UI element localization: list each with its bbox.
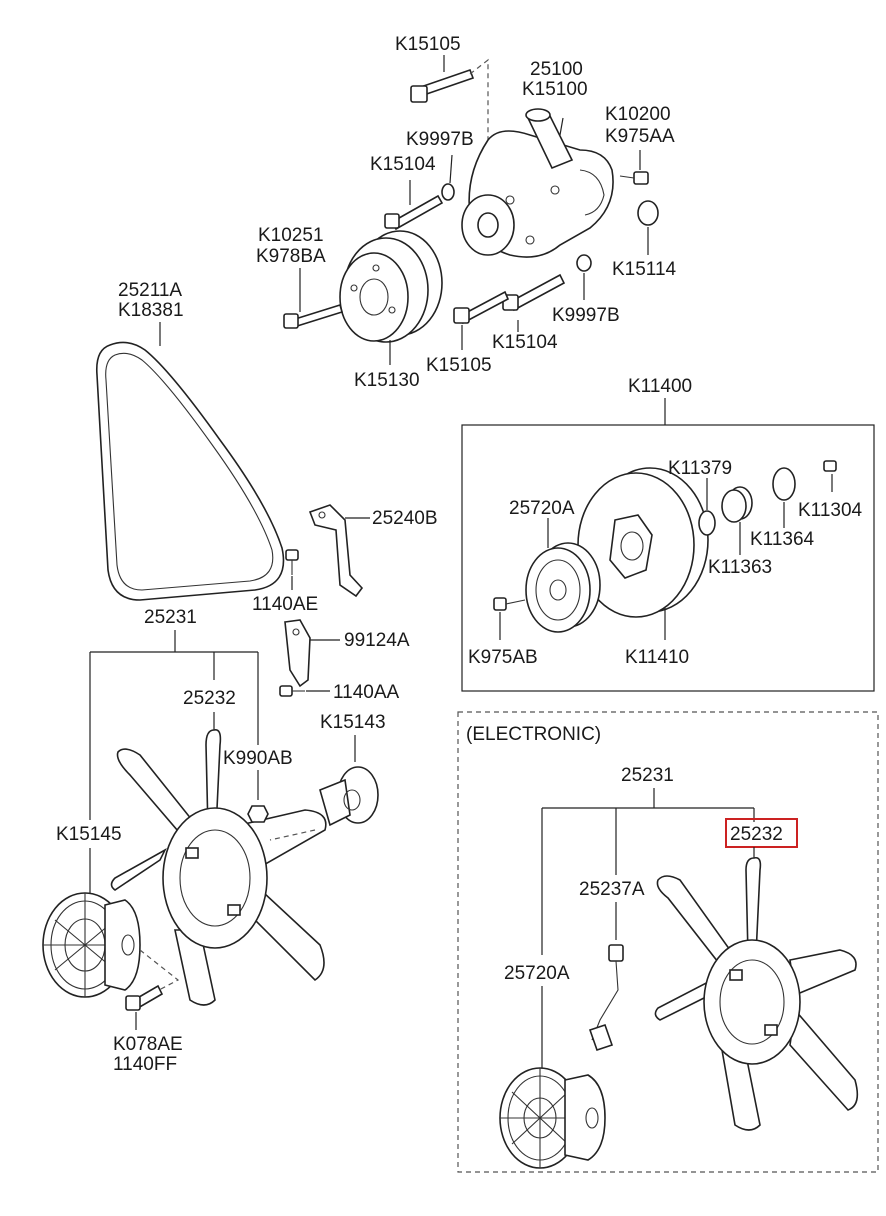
label-25240b: 25240B <box>372 508 438 529</box>
label-k11410: K11410 <box>625 647 689 668</box>
electronic-fan-clutch-25720a <box>499 1067 606 1169</box>
bolt-k078ae <box>125 949 180 1030</box>
label-25231: 25231 <box>144 607 197 628</box>
spacer-k15143 <box>269 766 379 841</box>
label-k975ab: K975AB <box>468 647 538 668</box>
bolt-k10251 <box>283 268 343 329</box>
label-k15105-top: K15105 <box>395 34 461 55</box>
nut-k990ab <box>247 770 269 823</box>
label-k10200: K10200 <box>605 104 671 125</box>
label-electronic-25232-highlighted: 25232 <box>730 824 783 845</box>
pulley-k15130 <box>339 230 443 365</box>
pulley-25720a-box <box>525 518 601 633</box>
label-k15130: K15130 <box>354 370 420 391</box>
shim-k11379 <box>698 478 716 536</box>
bolt-1140aa <box>279 685 330 697</box>
bolt-k10200 <box>619 150 649 185</box>
label-k975aa: K975AA <box>605 126 675 147</box>
electronic-sensor-harness-25237a <box>588 944 624 1052</box>
label-electronic-25231: 25231 <box>621 765 674 786</box>
fan-blade-25232 <box>110 729 327 1006</box>
label-1140ae: 1140AE <box>252 594 318 615</box>
label-99124a: 99124A <box>344 630 410 651</box>
label-k18381: K18381 <box>118 300 184 321</box>
label-1140ff: 1140FF <box>113 1054 177 1075</box>
label-25232: 25232 <box>183 688 236 709</box>
bolt-k15104-top <box>384 180 444 231</box>
pin-k11304 <box>823 460 837 492</box>
bracket-99124a <box>284 619 340 688</box>
label-k15104-top: K15104 <box>370 154 436 175</box>
label-k11379: K11379 <box>668 458 732 479</box>
drive-belt-25211a <box>95 322 285 601</box>
washer-k9997b-bottom <box>576 254 592 300</box>
label-k15100: K15100 <box>522 79 588 100</box>
label-electronic: (ELECTRONIC) <box>466 724 601 745</box>
bearing-k11363 <box>721 486 753 555</box>
compressor-clutch-box <box>461 424 875 692</box>
bolt-1140ae <box>285 549 299 590</box>
bolt-k15105-bottom <box>453 290 510 350</box>
label-k11304: K11304 <box>798 500 863 521</box>
highlight-25232-box <box>725 818 798 848</box>
water-pump-group <box>283 55 659 365</box>
bracket-25240b <box>308 504 370 598</box>
label-electronic-25720a: 25720A <box>504 963 570 984</box>
label-k078ae: K078AE <box>113 1034 183 1055</box>
label-1140aa: 1140AA <box>333 682 400 703</box>
label-k11400: K11400 <box>628 376 692 397</box>
label-k9997b-bottom: K9997B <box>552 305 620 326</box>
label-k11364: K11364 <box>750 529 815 550</box>
electronic-fan-blade <box>654 856 859 1131</box>
label-k15114: K15114 <box>612 259 677 280</box>
label-k11363: K11363 <box>708 557 772 578</box>
label-k15145: K15145 <box>56 824 122 845</box>
label-k978ba: K978BA <box>256 246 326 267</box>
electronic-variant-box <box>457 711 879 1173</box>
label-25720a-box: 25720A <box>509 498 575 519</box>
label-25211a: 25211A <box>118 280 182 301</box>
clutch-hub-k11410 <box>577 467 709 640</box>
label-k15143: K15143 <box>320 712 386 733</box>
bolt-k15105-top <box>410 55 489 160</box>
label-25100: 25100 <box>530 59 583 80</box>
bolt-k975ab <box>493 597 526 640</box>
label-electronic-25237a: 25237A <box>579 879 645 900</box>
label-k15105-bottom: K15105 <box>426 355 492 376</box>
snap-ring-k11364 <box>772 467 796 528</box>
label-k990ab: K990AB <box>223 748 293 769</box>
oring-k15114 <box>637 200 659 255</box>
washer-k9997b-top <box>441 154 455 201</box>
label-k10251: K10251 <box>258 225 324 246</box>
water-pump-housing <box>461 108 614 258</box>
label-k15104-bottom: K15104 <box>492 332 558 353</box>
fan-clutch-k15145 <box>42 892 141 998</box>
label-k9997b-top: K9997B <box>406 129 474 150</box>
